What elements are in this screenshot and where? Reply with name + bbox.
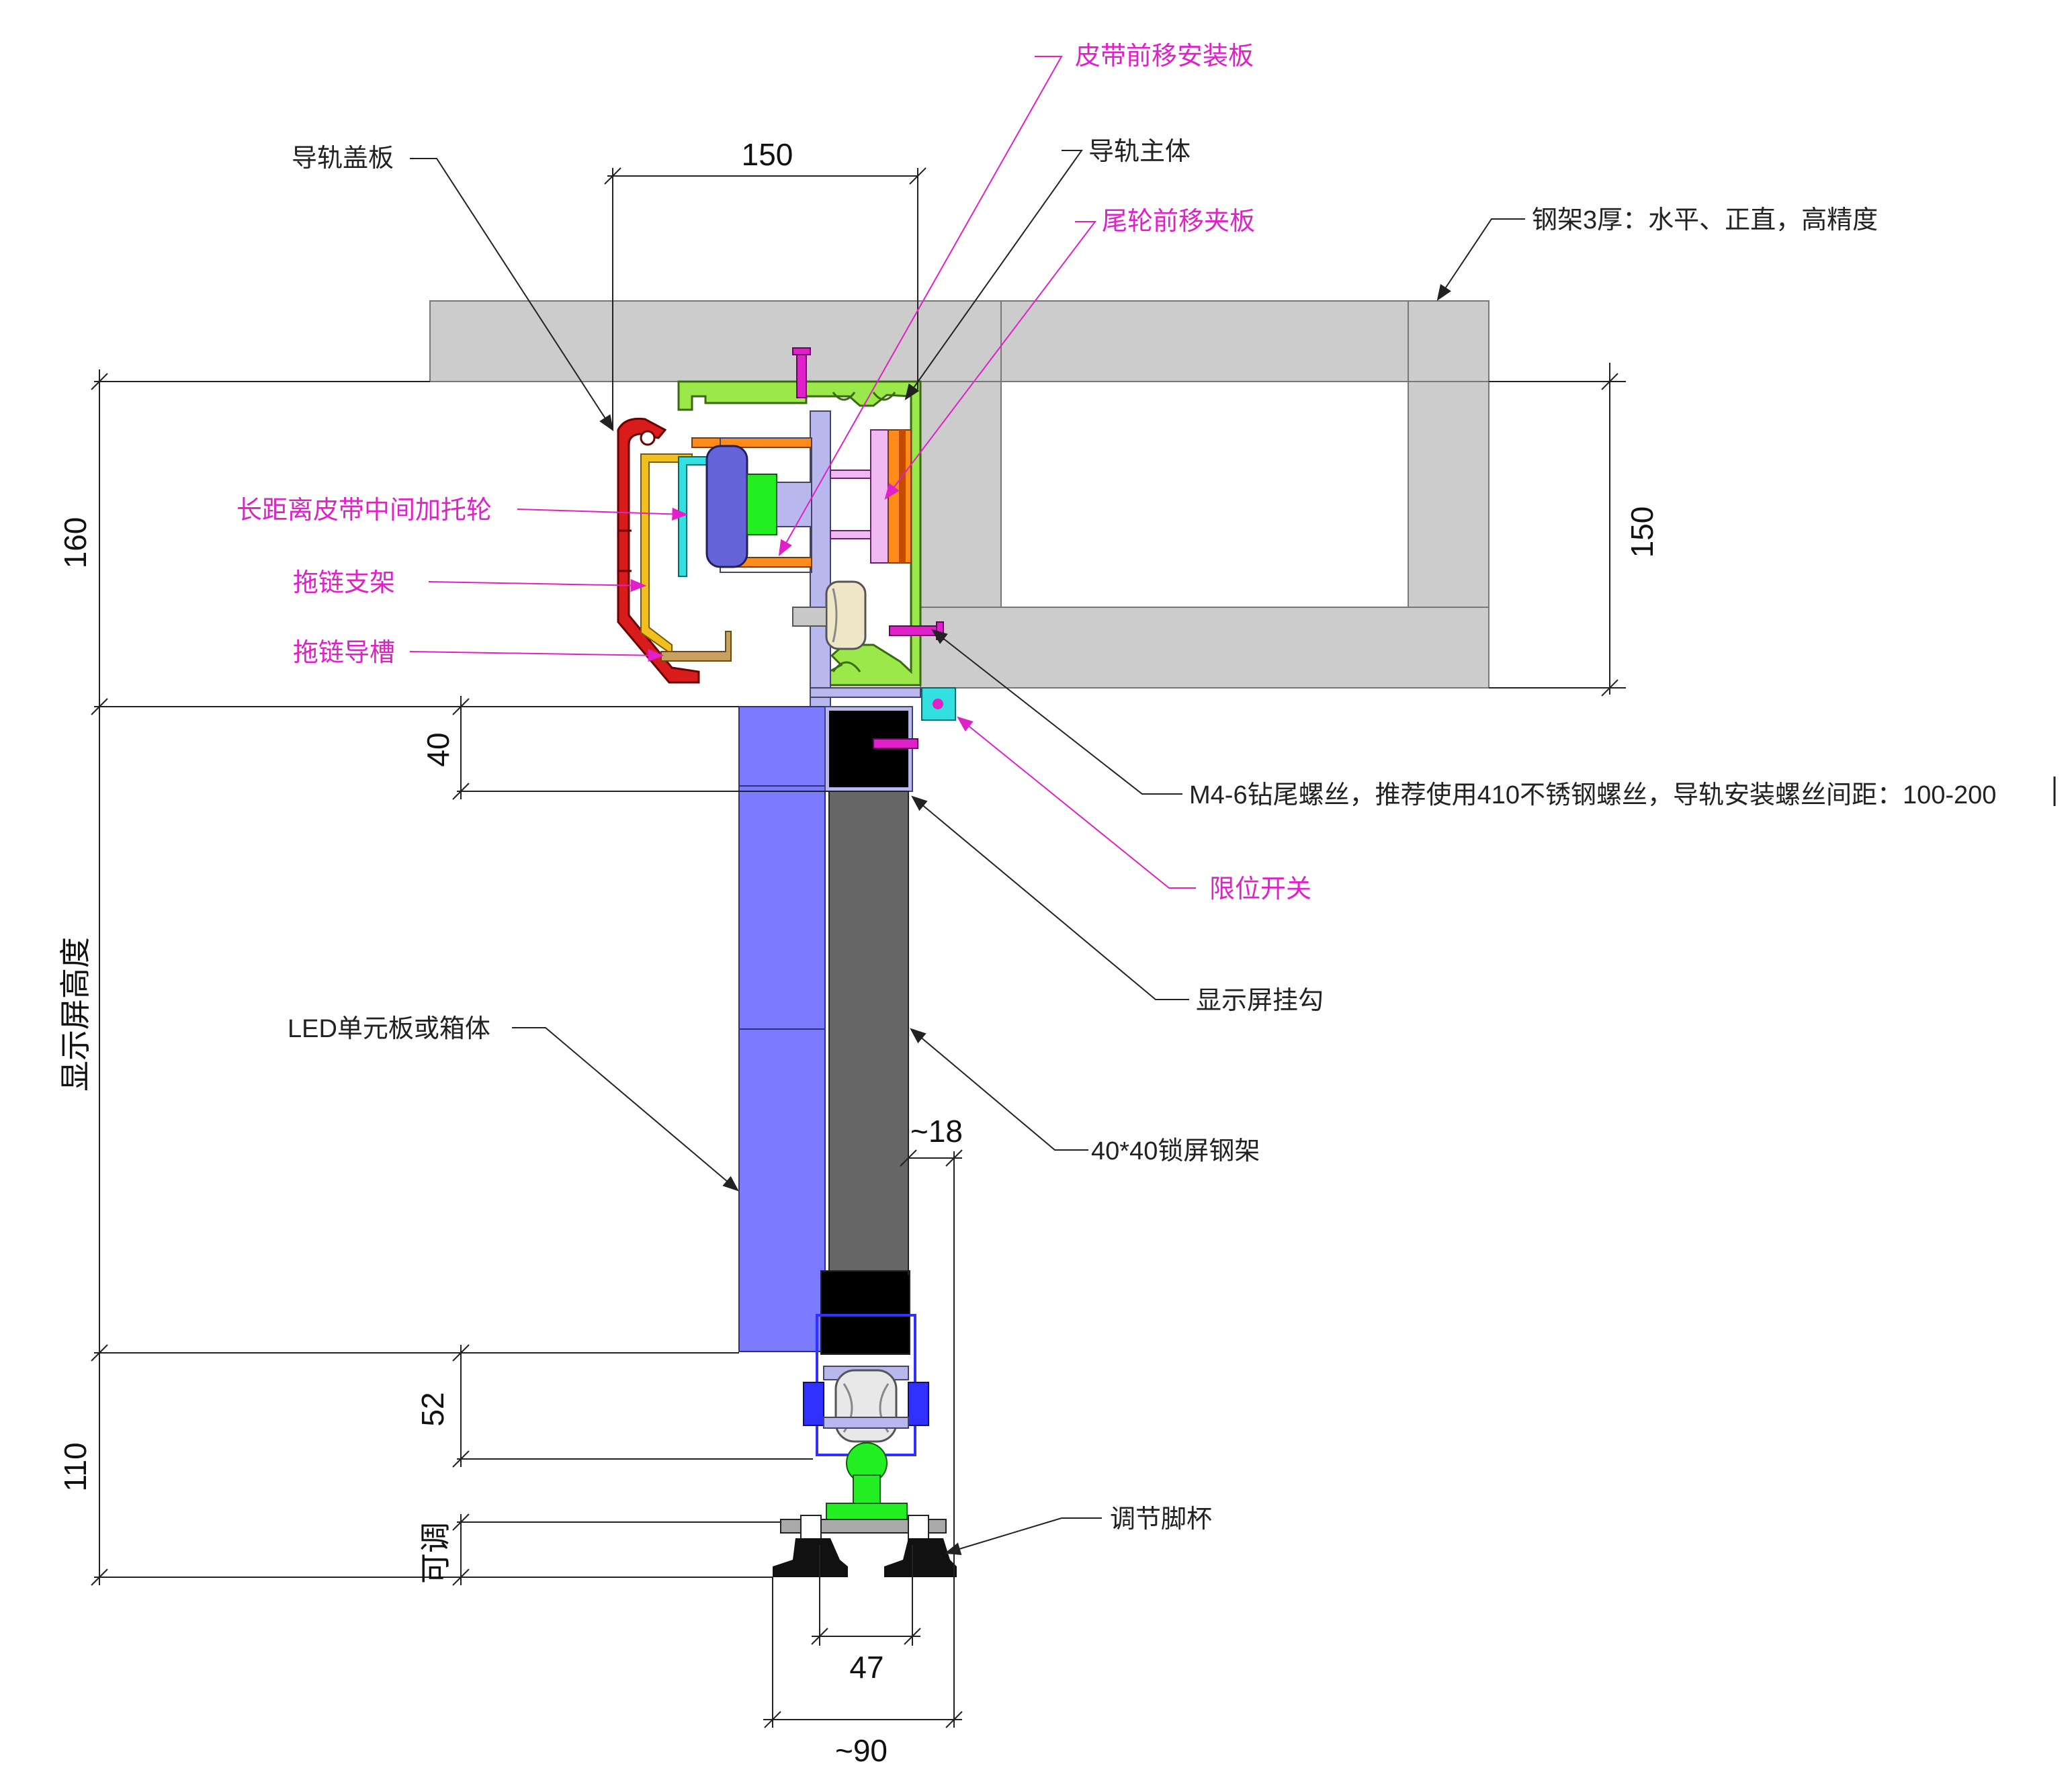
steel-frame-bottom-bar bbox=[920, 607, 1490, 689]
label-limit-switch: 限位开关 bbox=[1209, 875, 1311, 903]
foot-cup-right bbox=[884, 1538, 957, 1577]
labels: 皮带前移安装板 导轨主体 导轨盖板 尾轮前移夹板 钢架3厚：水平、正直，高精度 … bbox=[236, 42, 2056, 1534]
label-hook: 显示屏挂勾 bbox=[1196, 987, 1324, 1015]
steel-frame-top-bar bbox=[429, 300, 1490, 382]
hook-plate bbox=[810, 410, 831, 707]
dim-adjustable: 可调 bbox=[418, 1522, 453, 1584]
leader-lines bbox=[409, 56, 1525, 1555]
label-rail-main: 导轨主体 bbox=[1088, 138, 1191, 166]
tail-clamp-plate bbox=[870, 429, 890, 564]
label-chain-bracket: 拖链支架 bbox=[293, 569, 395, 597]
track-wheel bbox=[825, 580, 867, 650]
screen-assembly bbox=[738, 706, 918, 1355]
dim-90: ~90 bbox=[835, 1733, 888, 1768]
label-tail-clamp: 尾轮前移夹板 bbox=[1102, 208, 1255, 236]
label-rail-cover: 导轨盖板 bbox=[292, 144, 394, 173]
dim-40: 40 bbox=[421, 732, 456, 766]
dim-47: 47 bbox=[849, 1650, 883, 1685]
label-foot: 调节脚杯 bbox=[1110, 1505, 1212, 1534]
foot-assembly bbox=[773, 1314, 957, 1577]
label-chain-groove: 拖链导槽 bbox=[293, 639, 395, 667]
dim-160: 160 bbox=[58, 517, 93, 569]
dimension-text: 150 150 160 40 显示屏高度 ~18 52 110 可调 47 ~9… bbox=[58, 137, 1659, 1768]
foot-base-plate bbox=[780, 1519, 947, 1534]
wheel-mount bbox=[803, 1382, 824, 1426]
rail-cover bbox=[617, 417, 700, 684]
label-steel-frame: 钢架3厚：水平、正直，高精度 bbox=[1532, 206, 1878, 234]
dim-150-right: 150 bbox=[1625, 506, 1659, 558]
top-screw-icon bbox=[796, 347, 807, 398]
label-screw: M4-6钻尾螺丝，推荐使用410不锈钢螺丝，导轨安装螺丝间距：100-200 bbox=[1189, 781, 1996, 809]
label-idler: 长距离皮带中间加托轮 bbox=[236, 496, 492, 525]
dim-screen-height: 显示屏高度 bbox=[58, 937, 93, 1092]
foot-cup-left bbox=[773, 1538, 848, 1577]
dim-52: 52 bbox=[415, 1392, 450, 1426]
dim-110: 110 bbox=[58, 1442, 93, 1491]
rail-assembly bbox=[617, 347, 956, 721]
lock-steel-frame bbox=[828, 791, 909, 1276]
label-lock-frame: 40*40锁屏钢架 bbox=[1091, 1137, 1260, 1165]
dimension-lines bbox=[91, 167, 1626, 1728]
dim-18: ~18 bbox=[910, 1114, 963, 1149]
idler-pulley bbox=[705, 445, 748, 568]
steel-frame bbox=[429, 300, 1490, 689]
label-led: LED单元板或箱体 bbox=[288, 1015, 490, 1043]
dim-150-top: 150 bbox=[742, 137, 793, 172]
label-belt-plate: 皮带前移安装板 bbox=[1075, 42, 1254, 71]
